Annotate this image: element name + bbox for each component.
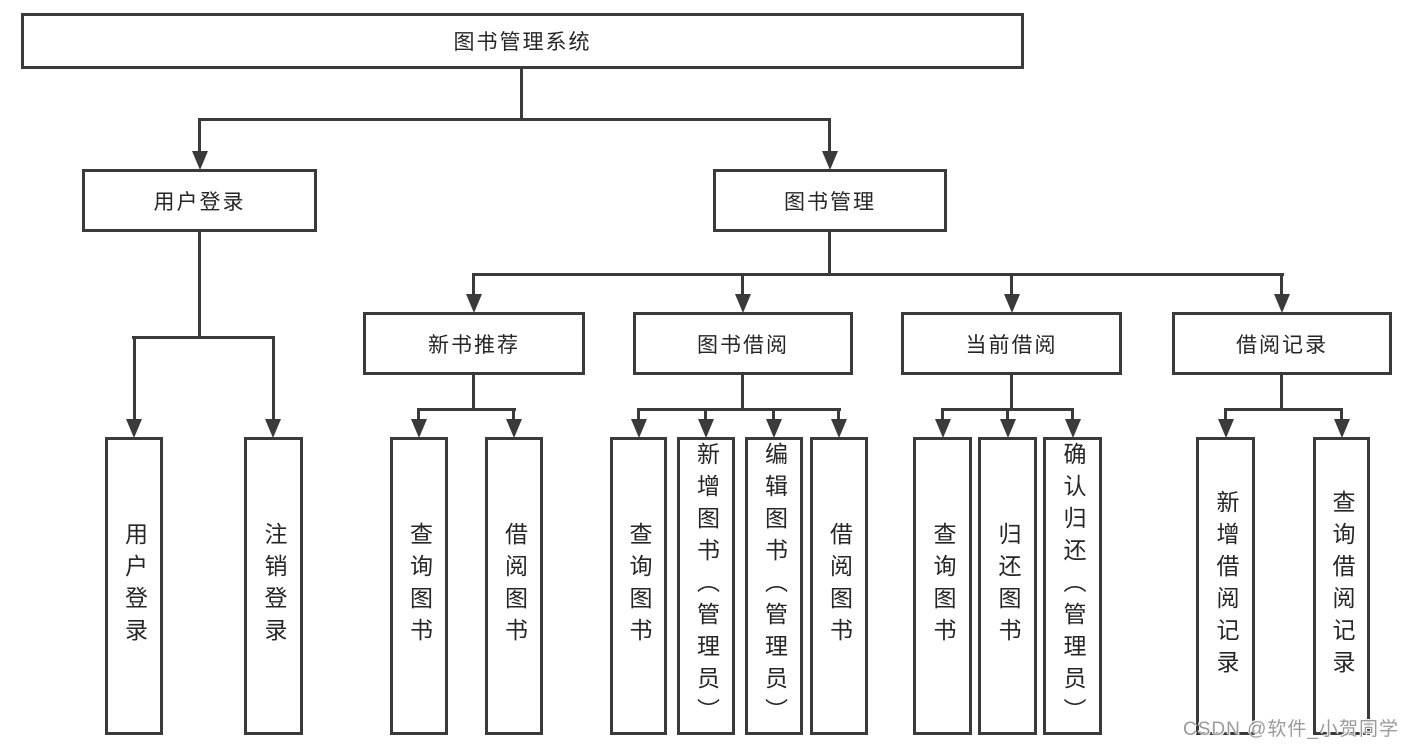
node-book-borrow: 图书借阅 <box>633 312 853 375</box>
connector-book-mgmt-bar <box>472 273 1284 276</box>
arrowhead-bb-borrow <box>831 419 847 438</box>
node-root-library-system: 图书管理系统 <box>21 13 1024 69</box>
arrowhead-bb-add <box>698 419 714 438</box>
connector-drop-new-book <box>472 273 475 296</box>
leaf-cb-query-books-label: 查询图书 <box>930 522 956 650</box>
connector-drop-nb-borrow <box>512 408 515 421</box>
leaf-br-query-record-label: 查询借阅记录 <box>1329 490 1355 682</box>
connector-drop-bb-query <box>637 408 640 421</box>
arrowhead-user-login <box>192 151 208 170</box>
node-user-login-label: 用户登录 <box>153 190 246 214</box>
leaf-bb-query-books: 查询图书 <box>610 437 667 735</box>
connector-current-borrow-stub <box>1010 375 1013 408</box>
arrowhead-bb-edit <box>766 419 782 438</box>
connector-drop-current-borrow <box>1010 273 1013 296</box>
node-book-management-label: 图书管理 <box>784 190 876 214</box>
connector-drop-bb-borrow <box>837 408 840 421</box>
leaf-bb-edit-books-admin: 编辑图书（管理员） <box>745 437 803 735</box>
leaf-cb-query-books: 查询图书 <box>913 437 972 735</box>
connector-new-book-bar <box>417 408 516 411</box>
leaf-br-query-record: 查询借阅记录 <box>1313 437 1370 735</box>
leaf-br-add-record: 新增借阅记录 <box>1196 437 1255 735</box>
arrowhead-cb-confirm <box>1065 419 1081 438</box>
csdn-watermark: CSDN @软件_小贺同学 <box>1183 719 1399 740</box>
node-current-borrow: 当前借阅 <box>901 312 1122 375</box>
leaf-user-login-label: 用户登录 <box>121 522 148 650</box>
leaf-bb-edit-books-admin-label: 编辑图书（管理员） <box>761 442 788 730</box>
connector-root-bar <box>198 118 831 121</box>
connector-drop-leaf-login <box>133 336 136 421</box>
connector-book-mgmt-stub <box>828 232 831 273</box>
connector-drop-br-add <box>1224 408 1227 421</box>
leaf-user-login: 用户登录 <box>105 437 163 735</box>
node-book-borrow-label: 图书借阅 <box>697 333 789 357</box>
connector-drop-borrow-records <box>1280 273 1283 296</box>
node-borrow-records-label: 借阅记录 <box>1236 333 1328 357</box>
arrowhead-leaf-login <box>126 419 142 438</box>
node-borrow-records: 借阅记录 <box>1172 312 1392 375</box>
arrowhead-borrow-records <box>1274 294 1290 313</box>
leaf-bb-borrow-books: 借阅图书 <box>810 437 868 735</box>
node-current-borrow-label: 当前借阅 <box>965 333 1058 357</box>
arrowhead-leaf-logout <box>265 419 281 438</box>
leaf-logout: 注销登录 <box>244 437 303 735</box>
connector-book-borrow-stub <box>741 375 744 408</box>
node-book-management: 图书管理 <box>713 169 947 232</box>
connector-drop-bb-edit <box>772 408 775 421</box>
connector-drop-leaf-logout <box>272 336 275 421</box>
arrowhead-current-borrow <box>1004 294 1020 313</box>
leaf-cb-return-books: 归还图书 <box>978 437 1037 735</box>
connector-drop-book-borrow <box>741 273 744 296</box>
arrowhead-br-query <box>1334 419 1350 438</box>
connector-borrow-records-bar <box>1224 408 1343 411</box>
node-new-book-recommend: 新书推荐 <box>363 312 585 375</box>
arrowhead-new-book <box>466 294 482 313</box>
arrowhead-br-add <box>1218 419 1234 438</box>
arrowhead-nb-query <box>411 419 427 438</box>
leaf-bb-query-books-label: 查询图书 <box>626 522 652 650</box>
leaf-bb-borrow-books-label: 借阅图书 <box>826 522 853 650</box>
arrowhead-book-mgmt <box>822 151 838 170</box>
connector-drop-nb-query <box>417 408 420 421</box>
node-root-label: 图书管理系统 <box>453 31 592 54</box>
leaf-cb-confirm-return-admin: 确认归还（管理员） <box>1043 437 1102 735</box>
connector-drop-book-mgmt <box>828 118 831 153</box>
arrowhead-cb-return <box>1000 419 1016 438</box>
connector-user-login-stub <box>198 232 201 336</box>
connector-new-book-stub <box>472 375 475 408</box>
leaf-cb-confirm-return-admin-label: 确认归还（管理员） <box>1060 442 1086 730</box>
leaf-logout-label: 注销登录 <box>261 522 287 650</box>
connector-user-login-bar <box>132 336 275 339</box>
connector-drop-cb-return <box>1006 408 1009 421</box>
leaf-bb-add-books-admin: 新增图书（管理员） <box>677 437 735 735</box>
connector-borrow-records-stub <box>1280 375 1283 408</box>
leaf-nb-query-books: 查询图书 <box>390 437 448 735</box>
connector-root-stub <box>520 69 523 118</box>
node-user-login: 用户登录 <box>82 169 317 232</box>
leaf-nb-borrow-books: 借阅图书 <box>485 437 543 735</box>
arrowhead-cb-query <box>935 419 951 438</box>
arrowhead-nb-borrow <box>506 419 522 438</box>
leaf-cb-return-books-label: 归还图书 <box>995 522 1021 650</box>
node-new-book-recommend-label: 新书推荐 <box>428 333 520 357</box>
connector-book-borrow-bar <box>637 408 841 411</box>
arrowhead-book-borrow <box>735 294 751 313</box>
connector-drop-user-login <box>198 118 201 153</box>
connector-drop-cb-confirm <box>1071 408 1074 421</box>
leaf-nb-query-books-label: 查询图书 <box>406 522 433 650</box>
arrowhead-bb-query <box>631 419 647 438</box>
leaf-bb-add-books-admin-label: 新增图书（管理员） <box>693 442 720 730</box>
connector-drop-br-query <box>1340 408 1343 421</box>
leaf-nb-borrow-books-label: 借阅图书 <box>501 522 528 650</box>
connector-drop-bb-add <box>704 408 707 421</box>
connector-drop-cb-query <box>941 408 944 421</box>
leaf-br-add-record-label: 新增借阅记录 <box>1213 490 1239 682</box>
